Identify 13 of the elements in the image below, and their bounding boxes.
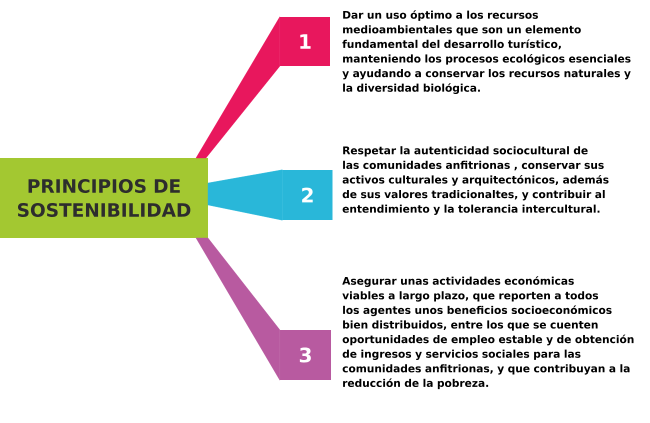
- paragraph-text: Asegurar unas actividades económicas viables a largo plazo, que reporten a todos los agentes unos beneficios socioeconómicos bien distribuidos, entre los que se cuenten oportunidades de empleo estable y de obtención de ingresos y servicios sociales para las comunidades anfitrionas, y que contribuyan a la reducción de la pobreza.: [342, 276, 634, 390]
- wedge-connector: [196, 238, 280, 380]
- paragraph-text: Dar un uso óptimo a los recursos medioambientales que son un elemento fundamental del desarrollo turístico, manteniendo los procesos ecológicos esenciales y ayudando a conservar los recursos naturales y la diversidad biológica.: [342, 10, 631, 94]
- node-label: 3: [300, 347, 311, 363]
- number-box: 3: [280, 330, 331, 380]
- number-box: 2: [282, 170, 332, 220]
- number-box: 1: [280, 17, 330, 66]
- title-box: PRINCIPIOS DE SOSTENIBILIDAD: [0, 158, 208, 238]
- node-label: 2: [302, 188, 313, 202]
- node-label: 1: [300, 34, 311, 49]
- wedge-connector: [208, 170, 282, 220]
- wedge-connector: [196, 16, 280, 158]
- paragraph-text: Respetar la autenticidad sociocultural de las comunidades anfitrionas , conservar sus activos culturales y arquitectónicos, además de sus valores tradicionaltes, y contribuir al entendimiento y la tolerancia intercultural.: [342, 146, 609, 215]
